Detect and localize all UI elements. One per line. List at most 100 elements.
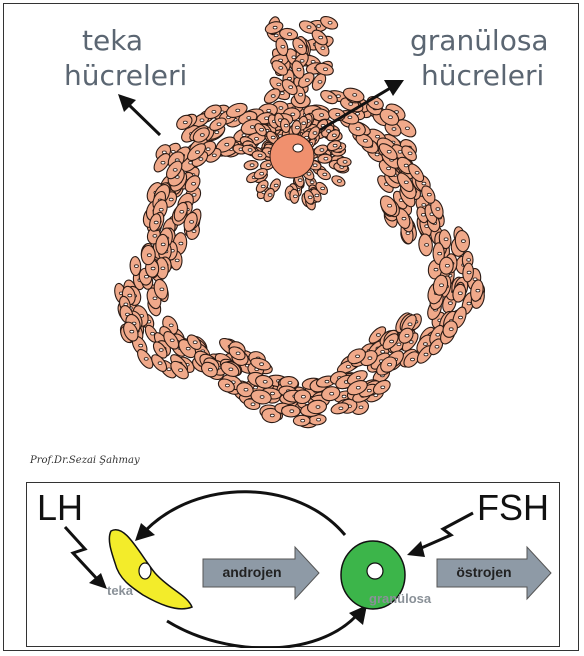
cell-nucleus (436, 208, 440, 211)
cell-nucleus (251, 403, 255, 406)
cell-nucleus (328, 22, 332, 25)
cell-nucleus (436, 334, 440, 337)
cell-nucleus (266, 164, 270, 167)
cell-nucleus (277, 83, 281, 86)
cell-nucleus (159, 349, 163, 352)
cell-nucleus (279, 67, 283, 70)
cell-nucleus (381, 386, 385, 389)
cell-nucleus (408, 152, 412, 155)
cell-nucleus (193, 341, 197, 344)
cell-nucleus (376, 334, 380, 337)
granulosa-cell-label: granülosa (369, 591, 431, 606)
oocyte (270, 134, 314, 178)
cell-nucleus (270, 414, 274, 417)
cell-nucleus (348, 116, 352, 119)
cell-nucleus (268, 194, 272, 197)
cell-nucleus (390, 340, 394, 343)
cell-nucleus (324, 68, 328, 71)
granulosa-label-line1: granülosa (410, 25, 549, 57)
cell-nucleus (183, 121, 187, 124)
cell-nucleus (339, 407, 343, 410)
cell-nucleus (317, 25, 321, 28)
cell-nucleus (169, 198, 173, 201)
cell-nucleus (271, 136, 275, 139)
cell-nucleus (212, 154, 216, 157)
cell-nucleus (301, 395, 305, 398)
cell-nucleus (161, 161, 165, 164)
cell-nucleus (215, 131, 219, 134)
cell-nucleus (281, 46, 285, 49)
cell-nucleus (161, 267, 165, 270)
cell-nucleus (337, 180, 341, 183)
cell-nucleus (330, 392, 334, 395)
cell-nucleus (179, 242, 183, 245)
cell-nucleus (408, 323, 412, 326)
teka-label-line1: teka (82, 25, 143, 57)
lh-zigzag (65, 527, 99, 581)
cell-nucleus (147, 254, 151, 257)
cell-nucleus (151, 267, 155, 270)
teka-label-line2: hücreleri (64, 60, 187, 92)
cell-nucleus (415, 172, 419, 175)
cell-nucleus (346, 366, 350, 369)
cell-nucleus (288, 382, 292, 385)
cell-nucleus (343, 161, 347, 164)
cell-nucleus (356, 355, 360, 358)
cell-nucleus (459, 316, 463, 319)
cell-nucleus (279, 107, 283, 110)
cell-nucleus (423, 343, 427, 346)
lh-arrowhead (89, 573, 107, 589)
top-curved-arrow (145, 492, 345, 535)
cell-nucleus (263, 381, 267, 384)
cell-nucleus (139, 344, 143, 347)
cell-nucleus (458, 292, 462, 295)
cell-nucleus (318, 81, 322, 84)
cell-nucleus (333, 144, 337, 147)
cell-nucleus (305, 79, 309, 82)
cell-nucleus (392, 128, 396, 131)
cell-nucleus (260, 396, 264, 399)
cell-nucleus (260, 128, 264, 131)
cell-nucleus (293, 195, 297, 198)
cell-nucleus (307, 26, 311, 29)
cell-nucleus (298, 179, 302, 182)
cell-nucleus (353, 94, 357, 97)
cell-nucleus (356, 376, 360, 379)
cell-nucleus (313, 132, 317, 135)
cell-nucleus (161, 243, 165, 246)
cell-nucleus (421, 214, 425, 217)
cell-nucleus (321, 47, 325, 50)
cell-nucleus (261, 185, 265, 188)
cell-nucleus (284, 124, 288, 127)
cell-nucleus (301, 419, 305, 422)
cell-nucleus (169, 324, 173, 327)
cell-nucleus (160, 288, 164, 291)
cell-nucleus (217, 123, 221, 126)
cell-nucleus (299, 45, 303, 48)
cell-nucleus (422, 204, 426, 207)
cell-nucleus (254, 386, 258, 389)
cell-nucleus (271, 392, 275, 395)
cell-nucleus (320, 149, 324, 152)
cell-nucleus (292, 56, 296, 59)
oocyte-nucleus (293, 144, 303, 152)
cell-nucleus (319, 36, 323, 39)
cell-nucleus (328, 96, 332, 99)
cell-nucleus (145, 275, 149, 278)
cell-nucleus (153, 297, 157, 300)
fsh-label: FSH (477, 487, 549, 529)
cell-nucleus (356, 386, 360, 389)
cell-nucleus (260, 172, 264, 175)
cell-nucleus (280, 92, 284, 95)
cell-nucleus (387, 167, 391, 170)
cell-nucleus (307, 173, 311, 176)
cell-nucleus (175, 259, 179, 262)
cell-nucleus (336, 113, 340, 116)
teka-pointer-line (128, 104, 160, 135)
cell-nucleus (435, 346, 439, 349)
cell-nucleus (356, 127, 360, 130)
cell-nucleus (332, 134, 336, 137)
hormone-pathway-panel: LH FSH androjen östrojen teka granülosa (26, 482, 560, 647)
cell-nucleus (411, 358, 415, 361)
cell-nucleus (315, 194, 319, 197)
